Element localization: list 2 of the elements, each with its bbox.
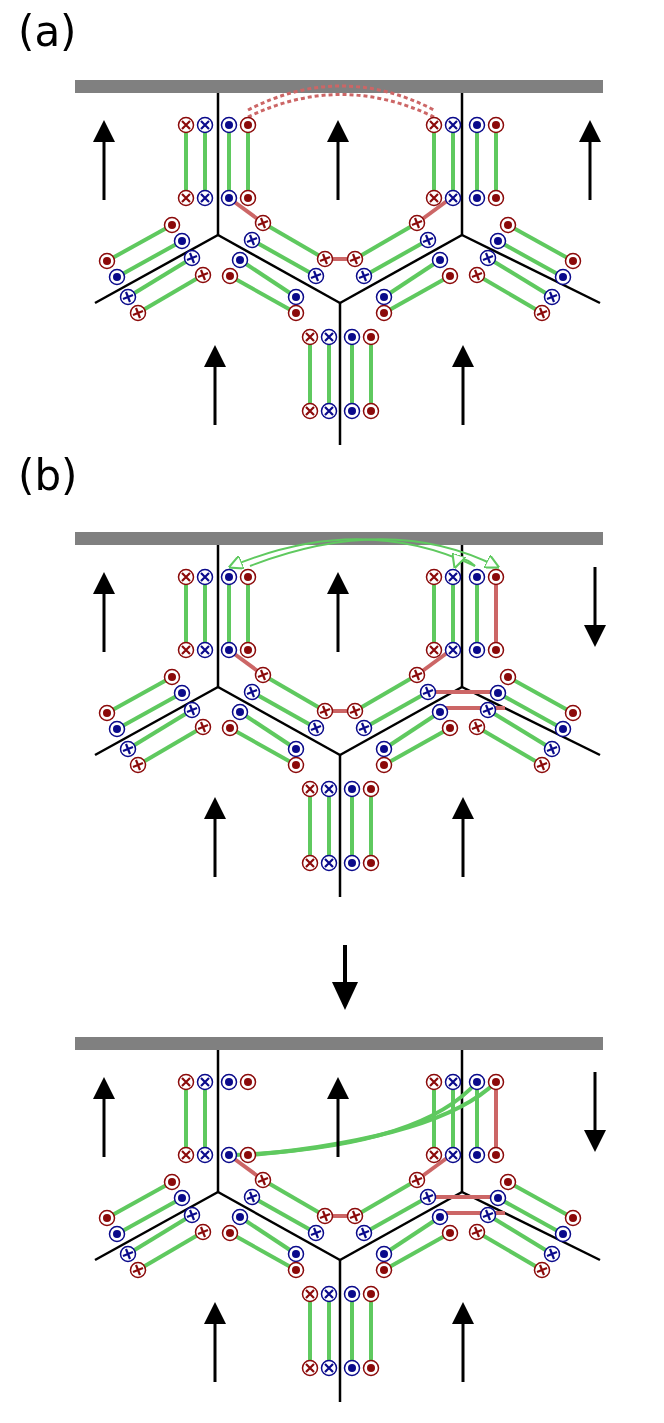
panel-label: (b) — [18, 452, 78, 500]
panel-label: (a) — [18, 8, 77, 56]
